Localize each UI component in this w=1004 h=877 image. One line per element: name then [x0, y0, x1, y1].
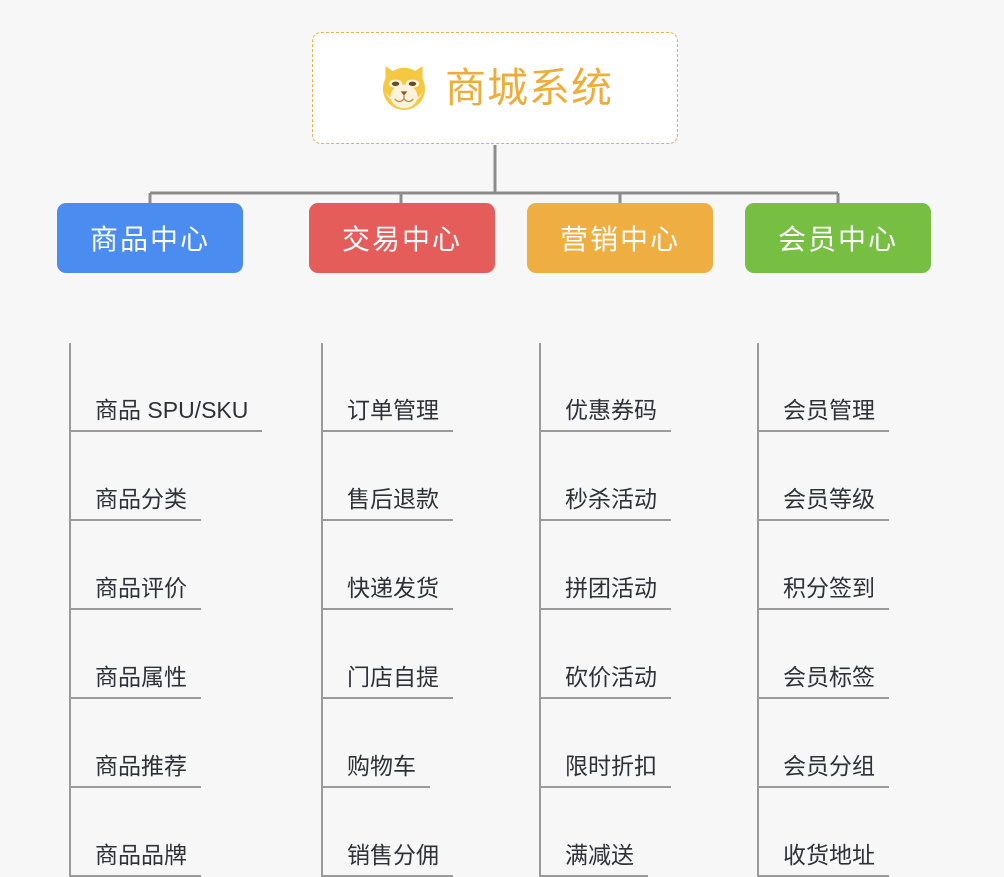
leaf-item[interactable]: 会员等级: [757, 432, 889, 521]
leaf-label: 会员标签: [757, 664, 889, 699]
leaf-item[interactable]: 拼团活动: [539, 521, 671, 610]
branch-column: 商品中心商品 SPU/SKU 商品分类商品评价商品属性商品推荐商品品牌: [57, 203, 263, 877]
leaf-item[interactable]: 会员管理: [757, 343, 889, 432]
root-title: 商城系统: [445, 64, 613, 111]
leaf-item[interactable]: 会员分组: [757, 699, 889, 788]
leaf-item[interactable]: 商品品牌: [69, 788, 201, 877]
leaf-item[interactable]: 优惠券码: [539, 343, 671, 432]
leaf-item[interactable]: 收货地址: [757, 788, 889, 877]
root-node[interactable]: 商城系统: [312, 32, 678, 144]
leaf-label: 满减送: [539, 842, 648, 877]
branch-spine: [539, 343, 541, 877]
leaf-label: 商品 SPU/SKU: [69, 397, 263, 432]
leaf-item[interactable]: 订单管理: [321, 343, 453, 432]
leaf-item[interactable]: 商品评价: [69, 521, 201, 610]
leaf-item[interactable]: 会员标签: [757, 610, 889, 699]
leaf-item[interactable]: 秒杀活动: [539, 432, 671, 521]
branch-column: 交易中心订单管理售后退款快递发货门店自提购物车销售分佣: [309, 203, 495, 877]
leaf-label: 购物车: [321, 753, 430, 788]
leaf-item[interactable]: 限时折扣: [539, 699, 671, 788]
branch-header-4[interactable]: 会员中心: [745, 203, 931, 273]
leaf-label: 商品品牌: [69, 842, 201, 877]
leaf-item[interactable]: 购物车: [321, 699, 430, 788]
leaf-label: 商品评价: [69, 575, 201, 610]
leaf-item[interactable]: 满减送: [539, 788, 648, 877]
leaf-label: 秒杀活动: [539, 486, 671, 521]
branch-spine: [69, 343, 71, 877]
leaf-label: 门店自提: [321, 664, 453, 699]
leaf-label: 积分签到: [757, 575, 889, 610]
leaf-label: 限时折扣: [539, 753, 671, 788]
leaf-item[interactable]: 售后退款: [321, 432, 453, 521]
leaf-item[interactable]: 门店自提: [321, 610, 453, 699]
leaf-item[interactable]: 砍价活动: [539, 610, 671, 699]
leaf-label: 订单管理: [321, 397, 453, 432]
shiba-dog-face-icon: [382, 66, 426, 110]
leaf-item[interactable]: 商品推荐: [69, 699, 201, 788]
leaf-label: 优惠券码: [539, 397, 671, 432]
leaf-label: 商品推荐: [69, 753, 201, 788]
branch-spine: [321, 343, 323, 877]
branch-header-3[interactable]: 营销中心: [527, 203, 713, 273]
leaf-label: 售后退款: [321, 486, 453, 521]
leaf-item[interactable]: 积分签到: [757, 521, 889, 610]
leaf-label: 会员分组: [757, 753, 889, 788]
leaf-label: 会员等级: [757, 486, 889, 521]
branch-spine: [757, 343, 759, 877]
leaf-label: 砍价活动: [539, 664, 671, 699]
branch-header-2[interactable]: 交易中心: [309, 203, 495, 273]
leaf-label: 商品分类: [69, 486, 201, 521]
leaf-item[interactable]: 商品分类: [69, 432, 201, 521]
leaf-label: 商品属性: [69, 664, 201, 699]
branch-column: 营销中心优惠券码秒杀活动拼团活动砍价活动限时折扣满减送: [527, 203, 713, 877]
leaf-label: 快递发货: [321, 575, 453, 610]
leaf-item[interactable]: 快递发货: [321, 521, 453, 610]
leaf-label: 拼团活动: [539, 575, 671, 610]
leaf-label: 销售分佣: [321, 842, 453, 877]
leaf-item[interactable]: 商品属性: [69, 610, 201, 699]
branch-column: 会员中心会员管理会员等级积分签到会员标签会员分组收货地址: [745, 203, 931, 877]
leaf-label: 收货地址: [757, 842, 889, 877]
mindmap-canvas: 商城系统 商品中心商品 SPU/SKU 商品分类商品评价商品属性商品推荐商品品牌 交…: [57, 32, 931, 877]
leaf-label: 会员管理: [757, 397, 889, 432]
leaf-item[interactable]: 商品 SPU/SKU: [69, 343, 263, 432]
leaf-item[interactable]: 销售分佣: [321, 788, 453, 877]
branch-header-1[interactable]: 商品中心: [57, 203, 243, 273]
